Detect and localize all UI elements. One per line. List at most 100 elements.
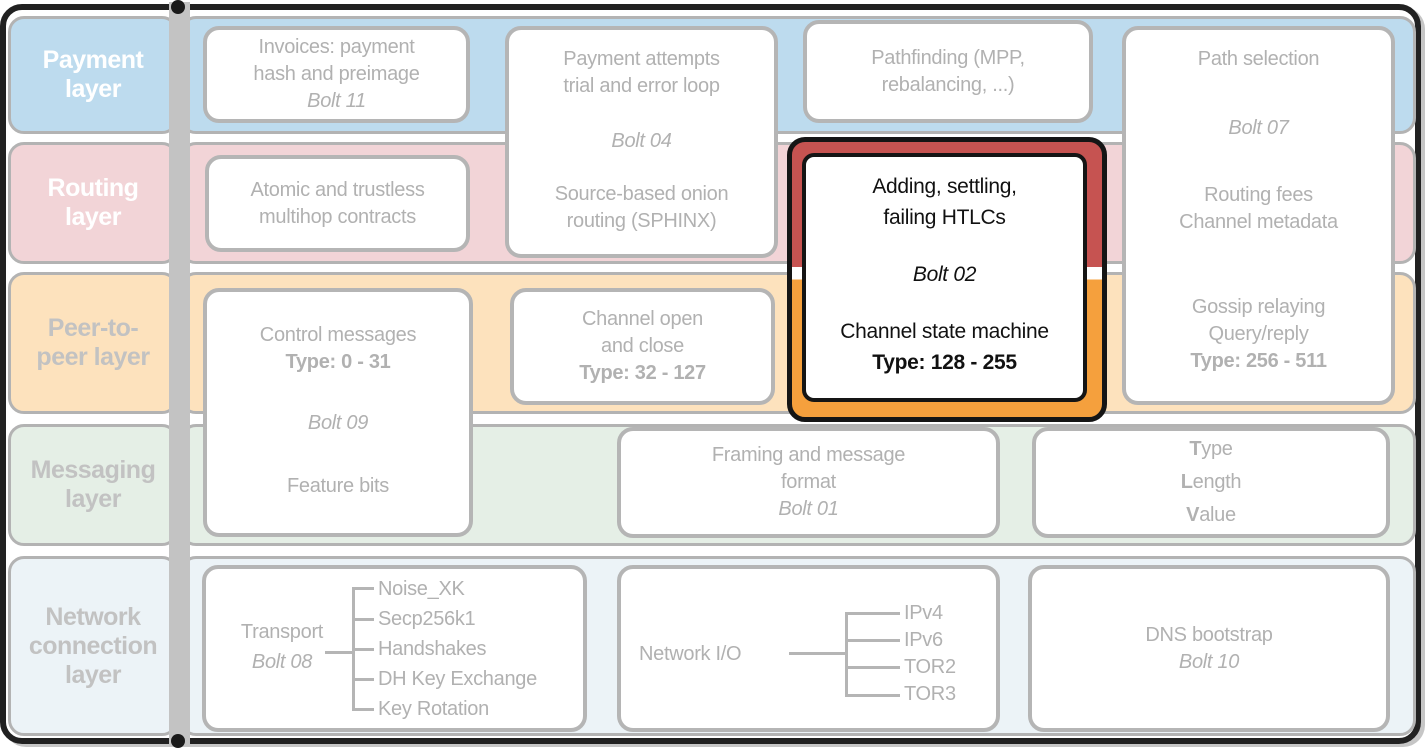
box-network-io-items: IPv4 IPv6 TOR2 TOR3 [904, 600, 956, 708]
highlight-box-htlc-text: failing HTLCs [883, 206, 1006, 229]
box-network-io-item: IPv6 [904, 629, 943, 651]
tree-connector [789, 652, 847, 655]
tree-connector [325, 651, 354, 654]
tree-connector [845, 612, 900, 615]
tree-connector [352, 648, 374, 651]
box-channel-open-close: Channel open and close Type: 32 - 127 [510, 288, 775, 405]
box-control-messages-text: Feature bits [286, 475, 389, 497]
layer-label-messaging: Messaging layer [8, 424, 178, 546]
tree-connector [845, 612, 848, 697]
box-atomic-multihop-text: multihop contracts [259, 205, 416, 228]
tree-connector [352, 618, 374, 621]
box-tlv-text: Value [1186, 504, 1236, 526]
box-path-selection-text: Path selection [1197, 48, 1320, 70]
highlight-box-htlc-text: Adding, settling, [872, 175, 1017, 198]
box-payment-attempts-text: trial and error loop [563, 75, 720, 97]
tree-connector [845, 666, 900, 669]
highlight-box-htlc: Adding, settling, failing HTLCs Bolt 02 … [802, 153, 1087, 402]
box-invoices-text: Invoices: payment [258, 36, 415, 58]
box-tlv-text: Length [1180, 471, 1242, 493]
tree-connector [352, 678, 374, 681]
tree-connector [352, 708, 374, 711]
layer-label-network-connection-line: layer [65, 660, 121, 689]
box-atomic-multihop: Atomic and trustless multihop contracts [205, 155, 470, 252]
layer-label-peer-to-peer: Peer-to- peer layer [8, 272, 178, 414]
box-payment-attempts-bolt: Bolt 04 [611, 130, 672, 152]
box-payment-attempts-text: routing (SPHINX) [566, 210, 717, 232]
box-path-selection-text: Query/reply [1208, 323, 1309, 345]
layer-label-payment: Payment layer [8, 16, 178, 134]
box-transport: Transport Bolt 08 Noise_XK Secp256k1 Han… [202, 565, 587, 732]
divider-bottom-cap [171, 734, 185, 748]
box-path-selection-text: Routing fees [1204, 184, 1313, 206]
box-network-io: Network I/O IPv4 IPv6 TOR2 TOR3 [617, 565, 1000, 732]
box-path-selection-text: Gossip relaying [1191, 296, 1326, 318]
highlight-box-htlc-text: Channel state machine [840, 320, 1049, 343]
layer-label-messaging-line: Messaging [30, 456, 156, 484]
tree-connector [845, 694, 900, 697]
box-channel-open-close-text: Channel open [582, 308, 703, 330]
highlight-box-htlc-frame: Adding, settling, failing HTLCs Bolt 02 … [787, 137, 1107, 422]
highlight-box-htlc-type-range: Type: 128 - 255 [872, 351, 1017, 374]
box-channel-open-close-text: and close [601, 335, 684, 357]
layer-label-routing: Routing layer [8, 142, 178, 264]
box-transport-label: Transport [240, 621, 324, 643]
box-transport-item: Noise_XK [378, 578, 465, 600]
box-framing-format-bolt: Bolt 01 [778, 498, 839, 520]
box-invoices-text: hash and preimage [253, 63, 420, 85]
box-network-io-item: IPv4 [904, 602, 943, 624]
layer-label-messaging-line: layer [65, 485, 121, 513]
tree-connector [352, 587, 374, 590]
box-payment-attempts-text: Payment attempts [563, 48, 720, 70]
layer-label-routing-line: Routing [47, 174, 139, 202]
box-transport-label-group: Transport Bolt 08 [218, 617, 346, 677]
box-control-messages-type-range: Type: 0 - 31 [285, 351, 391, 373]
box-pathfinding-text: rebalancing, ...) [881, 73, 1015, 96]
box-control-messages: Control messages Type: 0 - 31 Bolt 09 Fe… [203, 288, 473, 537]
box-framing-format: Framing and message format Bolt 01 [617, 427, 1000, 538]
box-framing-format-text: format [781, 471, 836, 493]
highlight-box-htlc-bolt: Bolt 02 [912, 263, 977, 286]
label-divider-bar [169, 2, 190, 746]
diagram-outer-border [0, 4, 1421, 744]
box-network-io-item: TOR3 [904, 683, 956, 705]
box-network-io-item: TOR2 [904, 656, 956, 678]
layer-label-network-connection-line: connection [28, 631, 158, 660]
box-dns-bootstrap: DNS bootstrap Bolt 10 [1028, 565, 1390, 732]
box-pathfinding-text: Pathfinding (MPP, [871, 46, 1025, 69]
box-transport-bolt: Bolt 08 [251, 651, 313, 673]
box-transport-item: Handshakes [378, 638, 487, 660]
box-path-selection-type-range: Type: 256 - 511 [1190, 350, 1327, 372]
layer-label-network-connection-line: Network [45, 602, 141, 631]
box-payment-attempts-text: Source-based onion [554, 183, 729, 205]
layer-label-network-connection: Network connection layer [8, 556, 178, 736]
box-invoices: Invoices: payment hash and preimage Bolt… [203, 26, 470, 123]
box-path-selection-text: Channel metadata [1179, 211, 1338, 233]
box-invoices-bolt: Bolt 11 [307, 90, 366, 112]
box-transport-items: Noise_XK Secp256k1 Handshakes DH Key Exc… [378, 574, 537, 724]
layer-label-payment-line: Payment [42, 46, 144, 74]
layer-label-peer-to-peer-line: peer layer [36, 343, 150, 371]
box-transport-item: DH Key Exchange [378, 668, 537, 690]
tree-connector [845, 639, 900, 642]
box-control-messages-bolt: Bolt 09 [307, 412, 369, 434]
box-channel-open-close-type-range: Type: 32 - 127 [579, 362, 706, 384]
box-transport-item: Key Rotation [378, 698, 489, 720]
box-framing-format-text: Framing and message [711, 444, 906, 466]
box-atomic-multihop-text: Atomic and trustless [250, 178, 425, 201]
box-dns-bootstrap-bolt: Bolt 10 [1178, 650, 1240, 673]
box-path-selection-bolt: Bolt 07 [1228, 117, 1289, 139]
box-type-length-value: Type Length Value [1032, 427, 1390, 538]
box-dns-bootstrap-text: DNS bootstrap [1145, 623, 1273, 646]
layer-label-payment-line: layer [65, 75, 121, 103]
box-path-selection: Path selection Bolt 07 Routing fees Chan… [1122, 26, 1395, 405]
layer-label-routing-line: layer [65, 203, 121, 231]
box-transport-item: Secp256k1 [378, 608, 476, 630]
box-network-io-label: Network I/O [639, 643, 742, 665]
box-tlv-text: Type [1189, 438, 1233, 460]
layer-label-peer-to-peer-line: Peer-to- [47, 314, 139, 342]
box-control-messages-text: Control messages [259, 324, 417, 346]
divider-top-cap [171, 0, 185, 14]
box-pathfinding: Pathfinding (MPP, rebalancing, ...) [803, 20, 1093, 123]
